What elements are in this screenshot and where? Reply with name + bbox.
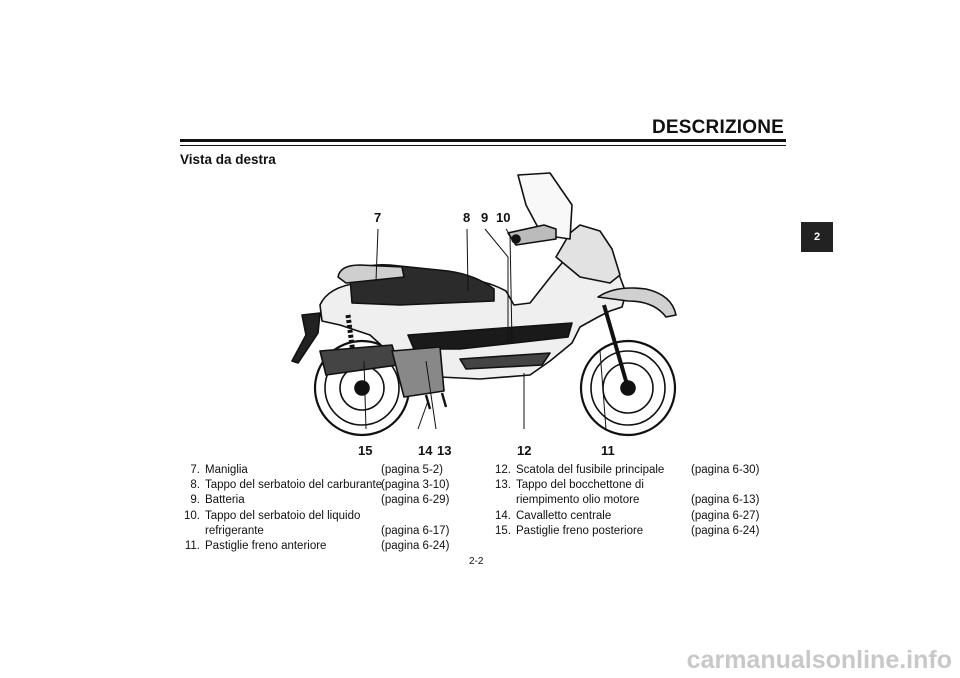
legend-row: refrigerante (pagina 6-17) — [176, 524, 456, 539]
legend-number: 15. — [495, 524, 511, 537]
legend-text: riempimento olio motore — [516, 494, 640, 507]
callout-13: 13 — [437, 443, 452, 458]
watermark-footer: carmanualsonline.info — [686, 646, 952, 674]
legend-page-ref: (pagina 6-27) — [691, 509, 760, 522]
legend-text: Pastiglie freno posteriore — [516, 524, 644, 537]
legend-number: 9. — [190, 494, 200, 507]
legend-row: 11. Pastiglie freno anteriore (pagina 6-24… — [176, 539, 456, 554]
legend-number: 8. — [190, 479, 200, 492]
legend-text: Tappo del serbatoio del liquido — [205, 509, 361, 522]
page-title: DESCRIZIONE — [651, 117, 784, 138]
page-number: 2-2 — [469, 556, 484, 567]
legend-text: Cavalletto centrale — [516, 509, 612, 522]
legend-number: 12. — [495, 464, 511, 476]
callout-9: 9 — [481, 210, 489, 225]
legend-page-ref: (pagina 6-30) — [691, 464, 760, 476]
legend-row: riempimento olio motore (pagina 6-13) — [487, 493, 767, 508]
callout-7: 7 — [374, 210, 382, 225]
legend-text: refrigerante — [205, 524, 264, 537]
callout-15: 15 — [358, 443, 373, 458]
legend-number: 7. — [190, 464, 200, 476]
chapter-tab: 2 — [801, 222, 833, 252]
callout-8: 8 — [463, 210, 471, 225]
legend-page-ref: (pagina 6-29) — [381, 494, 450, 507]
callout-11: 11 — [601, 443, 615, 458]
legend-text: Tappo del serbatoio del carburante — [205, 479, 383, 492]
legend-page-ref: (pagina 6-13) — [691, 494, 760, 507]
legend-left: 7. Maniglia (pagina 5-2) 8. Tappo del serba… — [176, 463, 456, 554]
legend-row: 12. Scatola del fusibile principale (pagin… — [487, 463, 767, 478]
legend-page-ref: (pagina 6-24) — [691, 524, 760, 537]
legend-row: 9. Batteria (pagina 6-29) — [176, 493, 456, 508]
legend-row: 13. Tappo del bocchettone di — [487, 478, 767, 493]
legend-right: 12. Scatola del fusibile principale (pagin… — [487, 463, 767, 539]
title-rule-thick — [180, 139, 786, 142]
callout-12: 12 — [517, 443, 532, 458]
scooter-illustration — [291, 172, 677, 437]
legend-row: 8. Tappo del serbatoio del carburante(pag… — [176, 478, 456, 493]
legend-text: Batteria — [205, 494, 245, 507]
legend-row: 14. Cavalletto centrale (pagina 6-27) — [487, 509, 767, 524]
legend-number: 11. — [184, 539, 200, 552]
legend-number: 10. — [184, 509, 200, 522]
legend-text: Maniglia — [205, 464, 248, 476]
legend-page-ref: (pagina 6-17) — [381, 524, 450, 537]
legend-row: 7. Maniglia (pagina 5-2) — [176, 463, 456, 478]
section-subtitle: Vista da destra — [180, 152, 276, 167]
legend-number: 14. — [495, 509, 511, 522]
legend-number: 13. — [495, 479, 511, 492]
legend-text: Tappo del bocchettone di — [516, 479, 644, 492]
legend-text: Pastiglie freno anteriore — [205, 539, 327, 552]
legend-page-ref: (pagina 6-24) — [381, 539, 450, 552]
legend-page-ref: (pagina 3-10) — [381, 479, 450, 492]
callout-14: 14 — [418, 443, 433, 458]
legend-text: Scatola del fusibile principale — [516, 464, 665, 476]
title-rule-thin — [180, 145, 786, 146]
legend-page-ref: (pagina 5-2) — [381, 464, 444, 476]
callout-10: 10 — [496, 210, 511, 225]
legend-row: 10. Tappo del serbatoio del liquido — [176, 509, 456, 524]
legend-row: 15. Pastiglie freno posteriore (pagina 6-2… — [487, 524, 767, 539]
